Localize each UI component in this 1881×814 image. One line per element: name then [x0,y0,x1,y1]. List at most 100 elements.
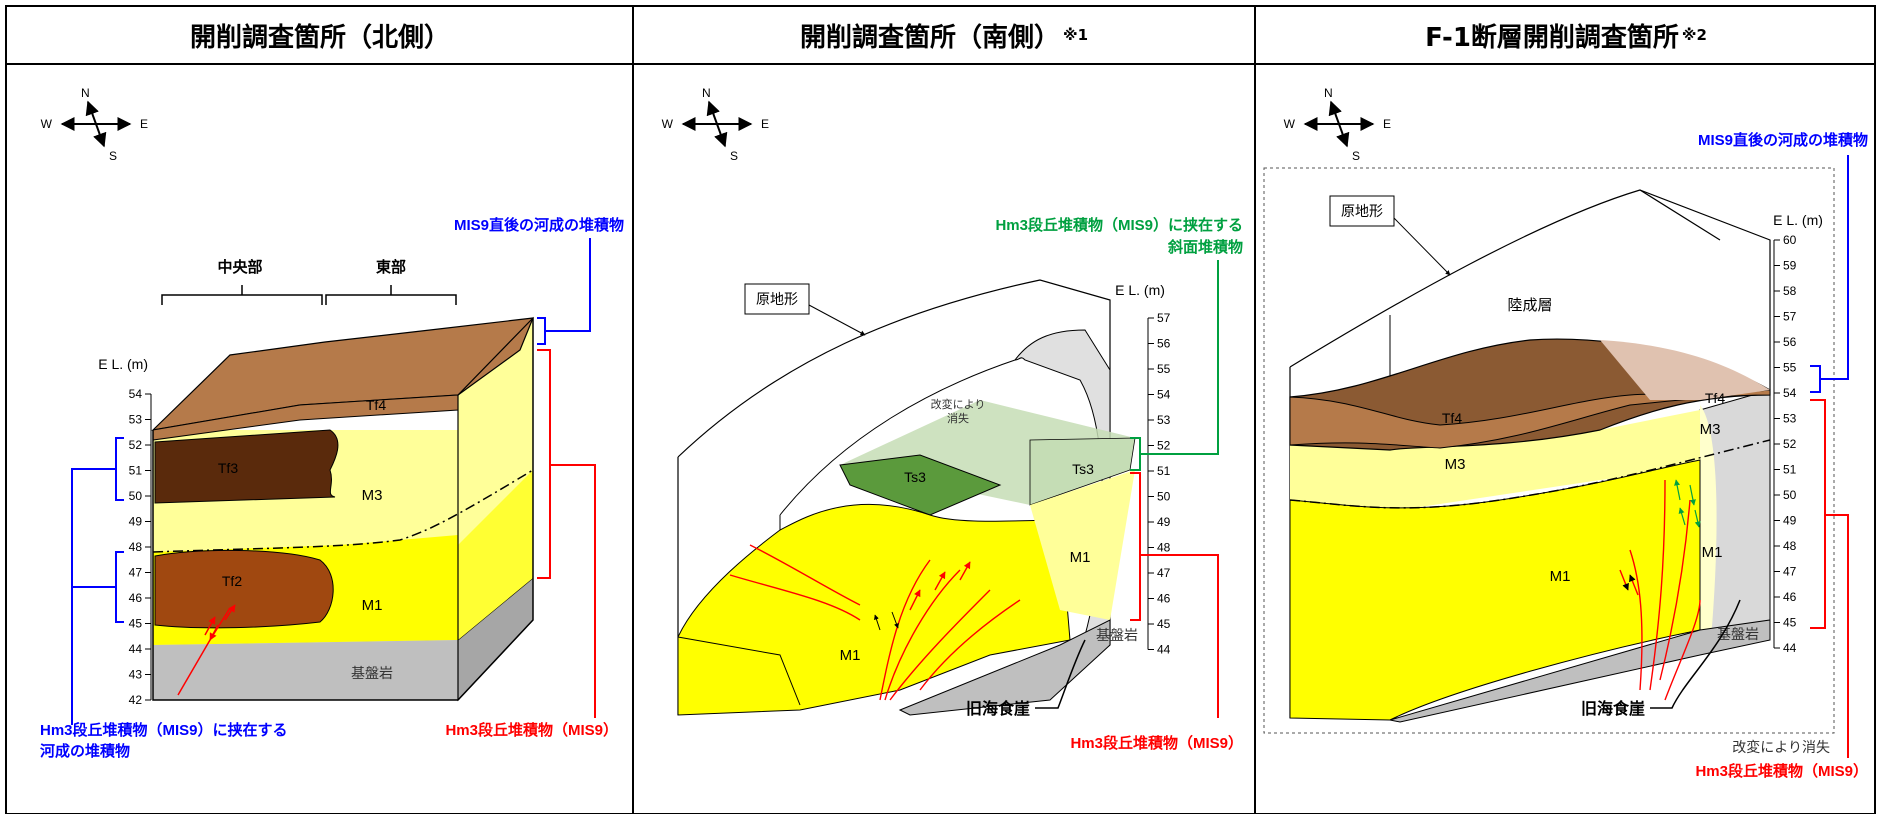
north-callout-top: MIS9直後の河成の堆積物 [454,216,624,234]
header-f1-note: ※2 [1681,26,1707,44]
axis-tick-label: 50 [1157,490,1171,504]
north-callout-top-line [537,238,591,345]
axis-tick-label: 49 [1783,514,1797,528]
north-m3-m1-boundary [152,469,534,553]
north-label-tf4: Tf4 [366,397,386,413]
south-callout-bottom-line [1130,472,1219,718]
f1-callout-top: MIS9直後の河成の堆積物 [1698,131,1868,149]
axis-tick-label: 55 [1783,361,1797,375]
compass-e: E [761,117,769,131]
compass-n: N [702,86,711,100]
f1-wire-right [1639,189,1771,390]
south-original-terrain-arrow [808,304,866,336]
f1-label-tf4-left: Tf4 [1442,410,1462,426]
f1-m3-band [1290,410,1700,510]
south-label-bedrock: 基盤岩 [1096,627,1138,643]
south-callout-bottom: Hm3段丘堆積物（MIS9） [1070,734,1243,752]
south-label-ts3-left: Ts3 [904,469,926,485]
south-old-sea-cliff: 旧海食崖 [966,699,1030,718]
header-north: 開削調査箇所（北側） [8,6,632,64]
north-label-tf2: Tf2 [222,573,242,589]
axis-tick-label: 53 [1157,413,1171,427]
header-f1-title: F-1断層開削調査箇所 [1425,22,1679,53]
f1-tf4-faded [1600,340,1770,400]
f1-label-m3-right: M3 [1700,421,1721,438]
axis-tick-label: 47 [129,566,143,580]
axis-tick-label: 54 [1783,386,1797,400]
north-callout-left-line1: Hm3段丘堆積物（MIS9）に挟在する [40,721,288,739]
axis-tick-label: 52 [129,438,143,452]
north-front-bedrock [153,640,458,700]
south-callout-top-line2: 斜面堆積物 [1167,238,1243,256]
south-altered-line1: 改変により [931,397,986,411]
f1-label-m1-right: M1 [1702,544,1723,561]
header-south-title: 開削調査箇所（南側） [799,22,1060,53]
north-label-m3: M3 [362,487,383,504]
axis-tick-label: 55 [1157,362,1171,376]
north-bracket-center [161,285,323,305]
f1-label-terrestrial: 陸成層 [1507,297,1552,314]
north-callout-right-line [537,349,596,718]
north-callout-left-bracket-tf2 [72,551,124,623]
south-altered-line2: 消失 [947,411,969,425]
f1-wire-top-left [1289,189,1721,368]
f1-old-sea-cliff: 旧海食崖 [1581,699,1645,718]
north-side-m1 [458,470,533,640]
axis-tick-label: 44 [1157,643,1171,657]
south-ts3-left [839,454,1002,516]
axis-tick-label: 51 [1783,463,1797,477]
compass-w: W [662,117,674,131]
header-f1: F-1断層開削調査箇所※2 [1256,6,1876,64]
axis-tick-label: 45 [129,617,143,631]
f1-label-m1-left: M1 [1550,568,1571,585]
axis-tick-label: 47 [1157,566,1171,580]
south-m1-edge [677,636,801,706]
f1-callout-bottom: Hm3段丘堆積物（MIS9） [1695,762,1868,780]
axis-tick-label: 50 [1783,488,1797,502]
north-label-bedrock: 基盤岩 [351,665,393,681]
f1-label-bedrock: 基盤岩 [1717,626,1759,642]
f1-original-terrain-box [1329,195,1395,227]
axis-tick-label: 52 [1783,437,1797,451]
axis-tick-label: 46 [129,591,143,605]
compass-s: S [1352,149,1360,163]
axis-tick-label: 59 [1783,259,1797,273]
f1-m1-side [1700,405,1717,650]
f1-callout-top-line [1810,155,1849,393]
south-axis-label: E L. (m) [1115,282,1165,298]
north-tf3-body [154,429,339,504]
axis-tick-label: 51 [1157,464,1171,478]
south-label-ts3-right: Ts3 [1072,461,1094,477]
axis-tick-label: 56 [1157,337,1171,351]
axis-tick-label: 53 [129,413,143,427]
axis-tick-label: 46 [1157,592,1171,606]
f1-label-tf4-right: Tf4 [1705,390,1725,406]
f1-original-terrain-arrow [1393,217,1451,276]
f1-original-terrain: 原地形 [1341,203,1383,219]
axis-tick-label: 51 [129,464,143,478]
compass-w: W [1284,117,1296,131]
axis-tick-label: 57 [1157,311,1171,325]
north-axis-label: E L. (m) [98,356,148,372]
north-section-center: 中央部 [217,258,262,276]
north-faults [177,604,236,696]
f1-label-m3-left: M3 [1445,456,1466,473]
f1-axis-label: E L. (m) [1773,212,1823,228]
axis-tick-label: 54 [1157,388,1171,402]
f1-altered-boundary [1263,167,1835,734]
axis-tick-label: 49 [129,515,143,529]
compass-e: E [1383,117,1391,131]
north-label-tf3: Tf3 [218,460,238,476]
compass-s: S [109,149,117,163]
axis-tick-label: 48 [129,540,143,554]
axis-tick-label: 44 [129,642,143,656]
axis-tick-label: 57 [1783,310,1797,324]
axis-tick-label: 60 [1783,233,1797,247]
axis-tick-label: 46 [1783,590,1797,604]
compass-e: E [140,117,148,131]
compass-north-panel: W E N S [41,86,148,163]
north-section-east: 東部 [376,258,406,276]
